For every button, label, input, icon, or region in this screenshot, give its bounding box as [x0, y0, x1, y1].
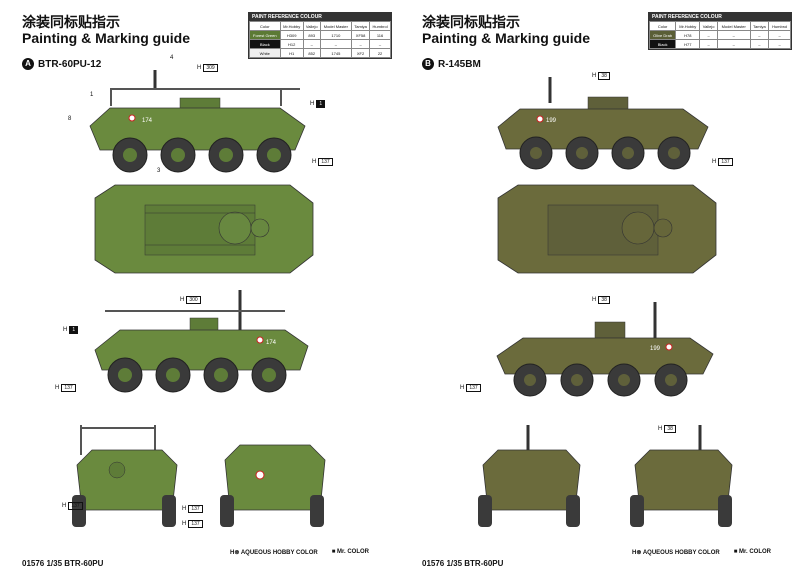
vehicle-top-view: [94, 184, 314, 274]
svg-text:174: 174: [266, 340, 277, 346]
table-row: Black H12 – – – –: [249, 39, 391, 49]
col-humbrol: Humbrol: [369, 21, 391, 31]
left-page: 涂装同标贴指示 Painting & Marking guide PAINT R…: [22, 12, 392, 568]
vehicle-side-view-right: 174: [89, 70, 306, 173]
table-row: Black H77 – – – –: [648, 39, 791, 49]
legend-mrcolor: ■ Mr. COLOR: [733, 549, 772, 555]
vehicle-number-174: 174: [142, 118, 153, 124]
variant-heading-right: B R-145BM: [422, 58, 481, 70]
col-color: Color: [249, 21, 281, 31]
paint-reference-table-right: PAINT REFERENCE COLOUR Color Mr.Hobby Va…: [648, 12, 792, 50]
col-mrhobby: Mr.Hobby: [279, 21, 304, 31]
col-modelmaster: Model Master: [319, 21, 353, 31]
footer-left: 01576 1/35 BTR-60PU: [22, 559, 104, 568]
vehicle-rear-view: [220, 444, 326, 527]
color-legend: H⊗ AQUEOUS HOBBY COLOR ■ Mr. COLOR: [632, 549, 771, 556]
title-english-right: Painting & Marking guide: [422, 30, 591, 46]
svg-text:199: 199: [650, 346, 661, 352]
col-tamiya: Tamiya: [351, 21, 371, 31]
paint-reference-table: PAINT REFERENCE COLOUR Color Mr.Hobby Va…: [248, 12, 392, 59]
right-page: 涂装同标贴指示 Painting & Marking guide PAINT R…: [400, 0, 800, 573]
col-vallejo: Vallejo: [302, 21, 321, 31]
footer-right: 01576 1/35 BTR-60PU: [422, 559, 504, 568]
vehicle-b-top-view: [497, 184, 717, 274]
table-row: White H1 852 1745 XF2 22: [249, 48, 391, 58]
color-legend-left: H⊗ AQUEOUS HOBBY COLOR ■ Mr. COLOR: [230, 549, 370, 556]
paint-reference-title: PAINT REFERENCE COLOUR: [249, 13, 391, 21]
variant-letter: A: [22, 58, 34, 70]
vehicle-b-rear-view: [630, 425, 733, 527]
table-row: Olive Drab H78 – – – –: [648, 30, 791, 40]
variant-name: BTR-60PU-12: [38, 58, 102, 70]
variant-heading: A BTR-60PU-12: [22, 58, 101, 70]
legend-aqueous: H⊗ AQUEOUS HOBBY COLOR: [632, 550, 720, 556]
vehicle-b-front-view: [478, 425, 581, 527]
title-chinese-right: 涂装同标贴指示: [422, 15, 520, 31]
svg-text:199: 199: [546, 118, 557, 124]
vehicle-b-side-view-left: 199: [496, 302, 714, 397]
vehicle-side-view-left: 174: [94, 290, 309, 393]
title-english: Painting & Marking guide: [22, 30, 191, 46]
table-row: Forest Green H309 893 1710 XF58 116: [249, 30, 391, 40]
vehicle-b-side-view: 199: [497, 77, 709, 170]
title-chinese: 涂装同标贴指示: [22, 15, 120, 31]
vehicle-front-view: [72, 425, 178, 527]
